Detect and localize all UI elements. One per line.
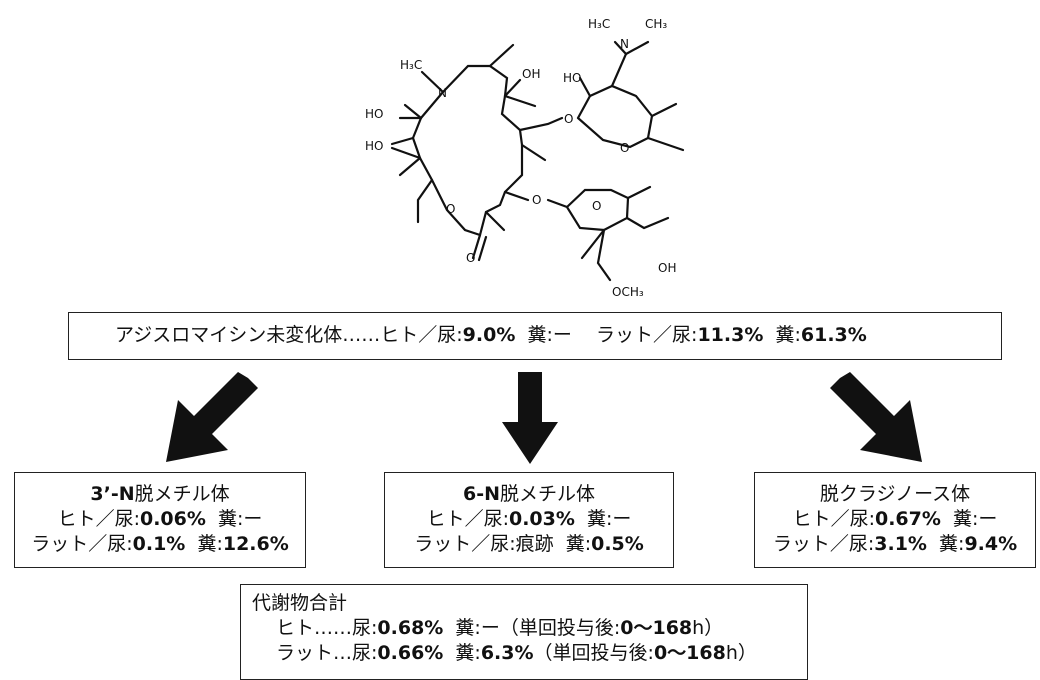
rat-feces-label: 糞: <box>775 324 801 346</box>
metabolite-title-bold: 6-N <box>462 483 500 505</box>
total-rat-feces-label: 糞: <box>455 642 481 664</box>
rat-feces-value: 0.5% <box>591 533 644 555</box>
glycosidic-oxygen-label: O <box>564 112 573 126</box>
metabolite-title: 脱クラジノース体 <box>755 482 1035 507</box>
total-human-label: ヒト……尿: <box>276 617 378 639</box>
human-urine-label: ヒト／尿: <box>380 324 463 346</box>
human-urine-value: 0.06% <box>139 508 206 530</box>
human-row: ヒト／尿:0.03% 糞:ー <box>385 507 673 532</box>
amine-nitrogen-label: N <box>620 37 629 51</box>
metabolite-title-bold: 3’-N <box>90 483 135 505</box>
human-urine-label: ヒト／尿: <box>426 508 509 530</box>
rat-urine-value: 3.1% <box>874 533 927 555</box>
rat-urine-value: 11.3% <box>697 324 764 346</box>
carbonyl-oxygen-label: O <box>466 251 475 265</box>
rat-feces-value: 12.6% <box>222 533 289 555</box>
ring-oxygen-label: O <box>620 141 629 155</box>
human-urine-value: 9.0% <box>462 324 516 346</box>
hydroxyl-label: OH <box>658 261 676 275</box>
parent-dots: …… <box>342 324 381 346</box>
human-feces-value: ー <box>552 324 572 346</box>
total-title: 代謝物合計 <box>252 592 348 614</box>
n-methyl-label: H₃C <box>400 58 422 72</box>
human-feces-label: 糞: <box>953 508 979 530</box>
parent-compound-box: アジスロマイシン未変化体……ヒト／尿:9.0% 糞:ー ラット／尿:11.3% … <box>68 312 1002 360</box>
rat-urine-value: 0.1% <box>132 533 186 555</box>
metabolite-total-box: 代謝物合計 ヒト……尿:0.68% 糞:ー（単回投与後:0〜168h） ラット…… <box>240 584 808 680</box>
rat-feces-label: 糞: <box>197 533 223 555</box>
glycosidic-oxygen-label: O <box>532 193 541 207</box>
total-rat-urine-value: 0.66% <box>377 642 444 664</box>
azithromycin-structure: H₃C N OH HO HO O O O O HO H₃C CH₃ N O O … <box>365 17 685 299</box>
arrow-to-6n-demethyl <box>502 372 558 464</box>
human-feces-label: 糞: <box>527 324 553 346</box>
arrow-to-3n-demethyl <box>166 372 258 462</box>
metabolite-box-3n-demethyl: 3’-N脱メチル体 ヒト／尿:0.06% 糞:ー ラット／尿:0.1% 糞:12… <box>14 472 306 568</box>
ring-nitrogen-label: N <box>438 86 447 100</box>
hydroxyl-label: HO <box>563 71 581 85</box>
human-feces-label: 糞: <box>218 508 244 530</box>
total-rat-note-post: h） <box>725 642 757 664</box>
rat-urine-label: ラット／尿: <box>414 533 516 555</box>
rat-feces-value: 61.3% <box>800 324 867 346</box>
metabolite-box-decladinosyl: 脱クラジノース体 ヒト／尿:0.67% 糞:ー ラット／尿:3.1% 糞:9.4… <box>754 472 1036 568</box>
total-rat-note-pre: （単回投与後: <box>533 642 654 664</box>
total-rat-feces-value: 6.3% <box>480 642 534 664</box>
human-feces-value: ー <box>243 508 263 530</box>
lactone-oxygen-label: O <box>446 202 455 216</box>
total-human-feces-label: 糞: <box>455 617 481 639</box>
human-urine-value: 0.03% <box>508 508 575 530</box>
metabolite-title-rest: 脱メチル体 <box>500 483 596 505</box>
hydroxyl-label: OH <box>522 67 540 81</box>
metabolite-title-rest: 脱クラジノース体 <box>819 483 971 505</box>
human-feces-value: ー <box>978 508 998 530</box>
total-human-urine-value: 0.68% <box>377 617 444 639</box>
rat-urine-label: ラット／尿: <box>31 533 133 555</box>
human-feces-label: 糞: <box>587 508 613 530</box>
total-rat-note-range: 0〜168 <box>653 642 726 664</box>
total-rat-label: ラット…尿: <box>276 642 378 664</box>
metabolite-title: 3’-N脱メチル体 <box>15 482 305 507</box>
rat-row: ラット／尿:3.1% 糞:9.4% <box>755 532 1035 557</box>
metabolite-box-6n-demethyl: 6-N脱メチル体 ヒト／尿:0.03% 糞:ー ラット／尿:痕跡 糞:0.5% <box>384 472 674 568</box>
dimethylamino-methyl-label: CH₃ <box>645 17 667 31</box>
human-urine-value: 0.67% <box>874 508 941 530</box>
rat-urine-value: 痕跡 <box>515 533 554 555</box>
total-human-note-range: 0〜168 <box>620 617 693 639</box>
methoxy-label: OCH₃ <box>612 285 644 299</box>
rat-feces-label: 糞: <box>939 533 965 555</box>
rat-row: ラット／尿:痕跡 糞:0.5% <box>385 532 673 557</box>
human-row: ヒト／尿:0.67% 糞:ー <box>755 507 1035 532</box>
hydroxyl-label: HO <box>365 139 383 153</box>
rat-feces-value: 9.4% <box>964 533 1018 555</box>
parent-name: アジスロマイシン未変化体 <box>115 324 343 346</box>
dimethylamino-methyl-label: H₃C <box>588 17 610 31</box>
total-human-note-pre: （単回投与後: <box>499 617 621 639</box>
human-urine-label: ヒト／尿: <box>792 508 875 530</box>
human-urine-label: ヒト／尿: <box>57 508 140 530</box>
human-row: ヒト／尿:0.06% 糞:ー <box>15 507 305 532</box>
human-feces-value: ー <box>612 508 632 530</box>
total-human-row: ヒト……尿:0.68% 糞:ー（単回投与後:0〜168h） <box>252 616 807 641</box>
rat-urine-label: ラット／尿: <box>596 324 698 346</box>
total-human-feces-value: ー <box>480 617 500 639</box>
metabolite-title: 6-N脱メチル体 <box>385 482 673 507</box>
rat-feces-label: 糞: <box>565 533 592 555</box>
hydroxyl-label: HO <box>365 107 383 121</box>
total-rat-row: ラット…尿:0.66% 糞:6.3%（単回投与後:0〜168h） <box>252 641 807 666</box>
rat-row: ラット／尿:0.1% 糞:12.6% <box>15 532 305 557</box>
rat-urine-label: ラット／尿: <box>772 533 875 555</box>
ring-oxygen-label: O <box>592 199 601 213</box>
metabolite-title-rest: 脱メチル体 <box>134 483 230 505</box>
total-human-note-post: h） <box>692 617 724 639</box>
arrow-to-decladinosyl <box>830 372 922 462</box>
